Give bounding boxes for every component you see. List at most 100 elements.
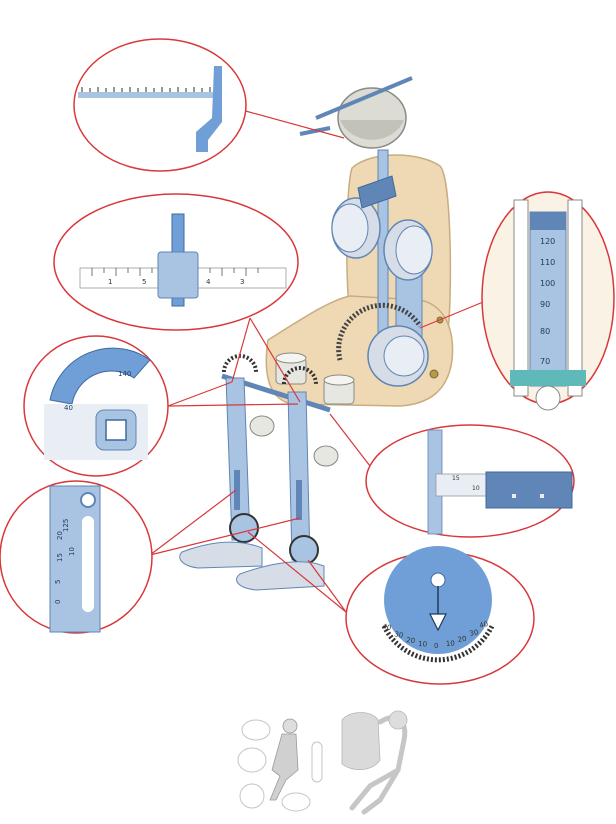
- scale-label: 3: [240, 278, 244, 286]
- leader-line: [149, 489, 237, 556]
- scale-label: 5: [54, 580, 62, 584]
- main-device: [179, 76, 454, 591]
- scale-label: 80: [540, 327, 550, 336]
- tube-housing-left: [513, 199, 529, 397]
- shin-slot: [296, 480, 302, 520]
- tube-foot: [535, 385, 561, 411]
- hip-scale-arc: [336, 302, 423, 361]
- callout-leg-scale: 125 20 15 10 5 0: [0, 480, 153, 634]
- tube-housing-right: [567, 199, 583, 397]
- calf-cylinder: [249, 415, 275, 437]
- scale-label: 0: [54, 600, 62, 604]
- ankle-dial-left: [229, 513, 259, 543]
- head-sphere-shade: [340, 120, 404, 140]
- scale-label: 100: [540, 279, 555, 288]
- shin-right: [287, 391, 311, 561]
- scale-label: 125: [62, 519, 70, 532]
- scale-label: 5: [142, 278, 146, 286]
- scale-label: 10: [472, 485, 480, 492]
- hip-dial-inner: [383, 335, 425, 377]
- thumbnail-skeleton-head: [388, 710, 408, 730]
- leader-line: [241, 109, 345, 139]
- foot-right: [236, 561, 325, 591]
- leader-line: [307, 559, 347, 613]
- thumbnail-bubble: [237, 747, 267, 773]
- leader-line: [149, 517, 301, 556]
- scale-label: 90: [540, 300, 550, 309]
- calf-cylinder: [313, 445, 339, 467]
- leg-scale-slot: [82, 516, 94, 612]
- thumbnail-exploded-view: [236, 714, 326, 812]
- scale-label: 15: [452, 475, 460, 482]
- slider-collar: [157, 251, 199, 299]
- head-arm: [315, 76, 413, 120]
- ruler-ticks: [81, 87, 211, 92]
- scale-label: 10: [446, 639, 455, 648]
- callout-leaders: [149, 109, 489, 613]
- tube-scale: [529, 211, 567, 387]
- callout-vertical-tube: 120 110 100 90 80 70: [481, 191, 615, 411]
- thumbnail-seat: [341, 712, 381, 770]
- scale-label: 15: [56, 553, 64, 562]
- thumbnail-figure: [269, 733, 299, 801]
- leader-line: [249, 317, 301, 403]
- leader-line: [167, 403, 299, 407]
- leader-line: [231, 317, 251, 383]
- leader-line: [247, 531, 347, 613]
- scale-label: 110: [540, 258, 555, 267]
- thigh-cylinder-top: [323, 374, 355, 386]
- seat-screw: [429, 369, 439, 379]
- callout-top-ruler: [73, 38, 247, 172]
- scale-label: 10: [68, 547, 76, 556]
- arrow-down-icon: [429, 613, 447, 632]
- foot-left: [179, 541, 263, 569]
- thumbnail-bubble: [239, 783, 265, 809]
- thumbnail-figure-head: [282, 718, 298, 734]
- tube-top-band: [530, 212, 566, 230]
- thumbnail-seated-view: [341, 710, 408, 815]
- shoulder-disc-right: [395, 225, 433, 275]
- scale-label: 10: [418, 640, 427, 649]
- scale-label: 1: [108, 278, 112, 286]
- ankle-dial-hole: [430, 572, 446, 588]
- scale-label: 20: [406, 636, 416, 645]
- leader-line: [329, 413, 371, 467]
- vernier-arm: [485, 471, 573, 509]
- scale-label: 40: [478, 620, 489, 630]
- tube-base-band: [510, 370, 586, 386]
- scale-label: 30: [394, 630, 404, 640]
- callout-knee-protractor: 40 140: [23, 335, 169, 477]
- shin-slot: [234, 470, 240, 510]
- scale-label: 0: [434, 642, 438, 650]
- ankle-dial-right: [289, 535, 319, 565]
- scale-label: 120: [540, 237, 555, 246]
- callout-vernier: 15 10: [365, 424, 575, 538]
- leg-scale-pivot: [80, 492, 96, 508]
- thumbnail-bubble: [311, 741, 323, 783]
- scale-label: 4: [206, 278, 211, 286]
- leader-line: [419, 299, 489, 329]
- callout-horizontal-ruler: 1 5 4 3: [53, 193, 299, 331]
- knee-scale-right: [282, 366, 318, 385]
- ankle-scale-arc: [381, 624, 495, 663]
- knee-scale-left: [222, 354, 258, 373]
- thumbnail-bubble: [281, 792, 311, 812]
- ruler-bar: [78, 92, 218, 98]
- chest-plate: [357, 175, 397, 209]
- scale-label: 20: [457, 635, 467, 644]
- callout-ankle-dial: 40 30 20 10 0 10 20 30 40: [345, 546, 535, 685]
- scale-label: 40: [64, 404, 73, 412]
- scale-label: 30: [469, 628, 479, 638]
- vernier-screw: [512, 494, 516, 498]
- scale-label: 40: [381, 622, 392, 632]
- scale-label: 20: [56, 531, 64, 540]
- scale-label: 70: [540, 357, 550, 366]
- head-arm: [299, 126, 331, 136]
- shoulder-disc-left: [331, 203, 369, 253]
- leader-line: [167, 381, 233, 407]
- thumbnail-bubble: [241, 719, 271, 741]
- thigh-cylinder-top: [275, 352, 307, 364]
- ruler-hook: [196, 66, 222, 152]
